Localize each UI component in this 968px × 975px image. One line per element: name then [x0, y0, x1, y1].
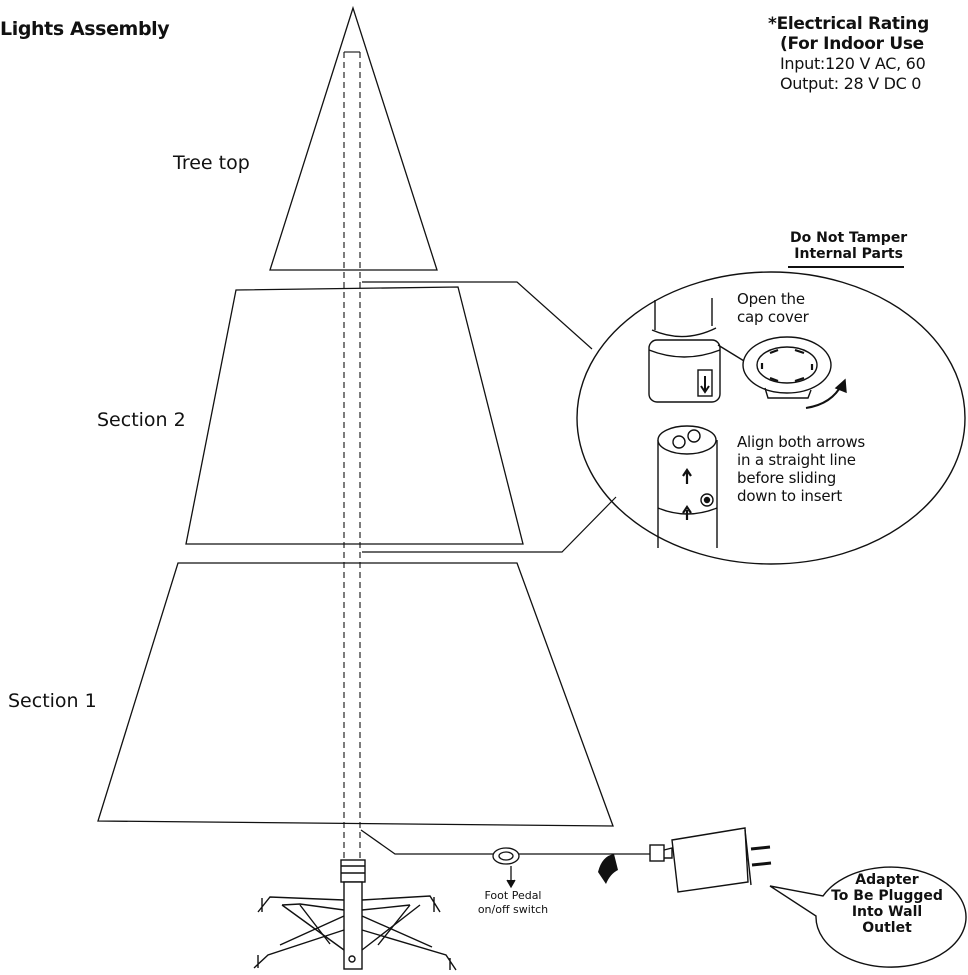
label-section-1: Section 1: [8, 690, 97, 712]
pedal-line-2: on/off switch: [477, 903, 549, 916]
cap-cover-note: Open the cap cover: [737, 290, 809, 326]
pedal-line-1: Foot Pedal: [484, 889, 542, 902]
rating-line-2: (For Indoor Use: [780, 34, 924, 54]
align-note: Align both arrows in a straight line bef…: [737, 433, 865, 505]
adapter-line-2: To Be Plugged: [831, 888, 943, 904]
warning-underline: [788, 266, 904, 268]
tamper-warning: Do Not Tamper Internal Parts: [790, 230, 907, 262]
tree-stand: [253, 859, 457, 971]
rating-line-4: Output: 28 V DC 0: [780, 74, 922, 93]
section-1-shape: [97, 562, 614, 827]
align-note-line-2: in a straight line: [737, 451, 856, 469]
foot-pedal-label: Foot Pedal on/off switch: [468, 889, 558, 917]
tree-top-shape: [269, 5, 438, 271]
callout-lines: [362, 281, 617, 553]
align-note-line-3: before sliding: [737, 469, 837, 487]
power-cord: [360, 829, 660, 889]
electrical-rating: *Electrical Rating (For Indoor Use Input…: [768, 14, 929, 94]
cap-connector-drawing: [648, 298, 847, 409]
detail-circle: [576, 271, 966, 565]
align-note-line-1: Align both arrows: [737, 433, 866, 451]
label-section-2: Section 2: [97, 409, 186, 431]
adapter-label: Adapter To Be Plugged Into Wall Outlet: [812, 872, 962, 936]
pole-connector-drawing: [657, 425, 718, 548]
section-2-shape: [185, 286, 524, 545]
align-note-line-4: down to insert: [737, 487, 843, 505]
label-tree-top: Tree top: [173, 152, 250, 174]
warning-line-1: Do Not Tamper: [790, 230, 908, 246]
adapter-line-1: Adapter: [855, 872, 919, 888]
adapter-line-4: Outlet: [862, 920, 912, 936]
rating-line-1: *Electrical Rating: [768, 14, 929, 34]
warning-line-2: Internal Parts: [794, 246, 903, 262]
adapter-line-3: Into Wall: [851, 904, 923, 920]
adapter-bubble: [769, 866, 967, 968]
cap-note-line-1: Open the: [737, 290, 805, 308]
rating-line-3: Input:120 V AC, 60: [780, 54, 926, 73]
center-pole: [343, 51, 361, 862]
adapter-plug: [649, 827, 772, 893]
diagram-title: Lights Assembly: [0, 18, 170, 40]
cord-coil: [598, 854, 618, 884]
cap-note-line-2: cap cover: [737, 308, 809, 326]
